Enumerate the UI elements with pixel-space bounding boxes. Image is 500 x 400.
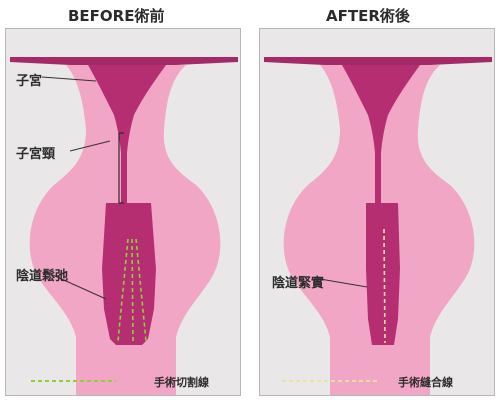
- surgical-cut-lines: [117, 238, 147, 342]
- legend-cut-line-label: 手術切割線: [154, 376, 209, 389]
- suture-line: [383, 228, 386, 344]
- label-pointers: [41, 76, 111, 300]
- after-panel: 陰道緊實 手術縫合線: [259, 28, 495, 396]
- cervical-canal: [121, 153, 127, 203]
- after-anatomy-diagram: [264, 57, 492, 395]
- before-panel: 子宮 子宮頸 陰道鬆弛 手術切割線: [5, 28, 241, 396]
- before-title: BEFORE術前: [68, 7, 165, 25]
- legend-suture-line-label: 手術縫合線: [398, 376, 453, 389]
- after-title: AFTER術後: [326, 7, 410, 25]
- label-pointers: [319, 278, 368, 288]
- uterine-fundus-strip: [10, 57, 238, 65]
- uterine-cavity: [88, 65, 166, 153]
- vaginal-canal-tight: [366, 203, 400, 345]
- uterine-cavity: [342, 65, 420, 153]
- uterine-fundus-strip: [264, 57, 492, 65]
- cervix-bracket: [118, 132, 124, 204]
- vaginal-canal-lax: [102, 203, 156, 345]
- cervical-canal: [375, 153, 381, 203]
- label-vagina-lax: 陰道鬆弛: [16, 269, 69, 284]
- label-cervix: 子宮頸: [16, 147, 56, 162]
- label-uterus: 子宮: [16, 74, 43, 89]
- label-vagina-tight: 陰道緊實: [272, 276, 325, 291]
- before-anatomy-diagram: [10, 57, 238, 395]
